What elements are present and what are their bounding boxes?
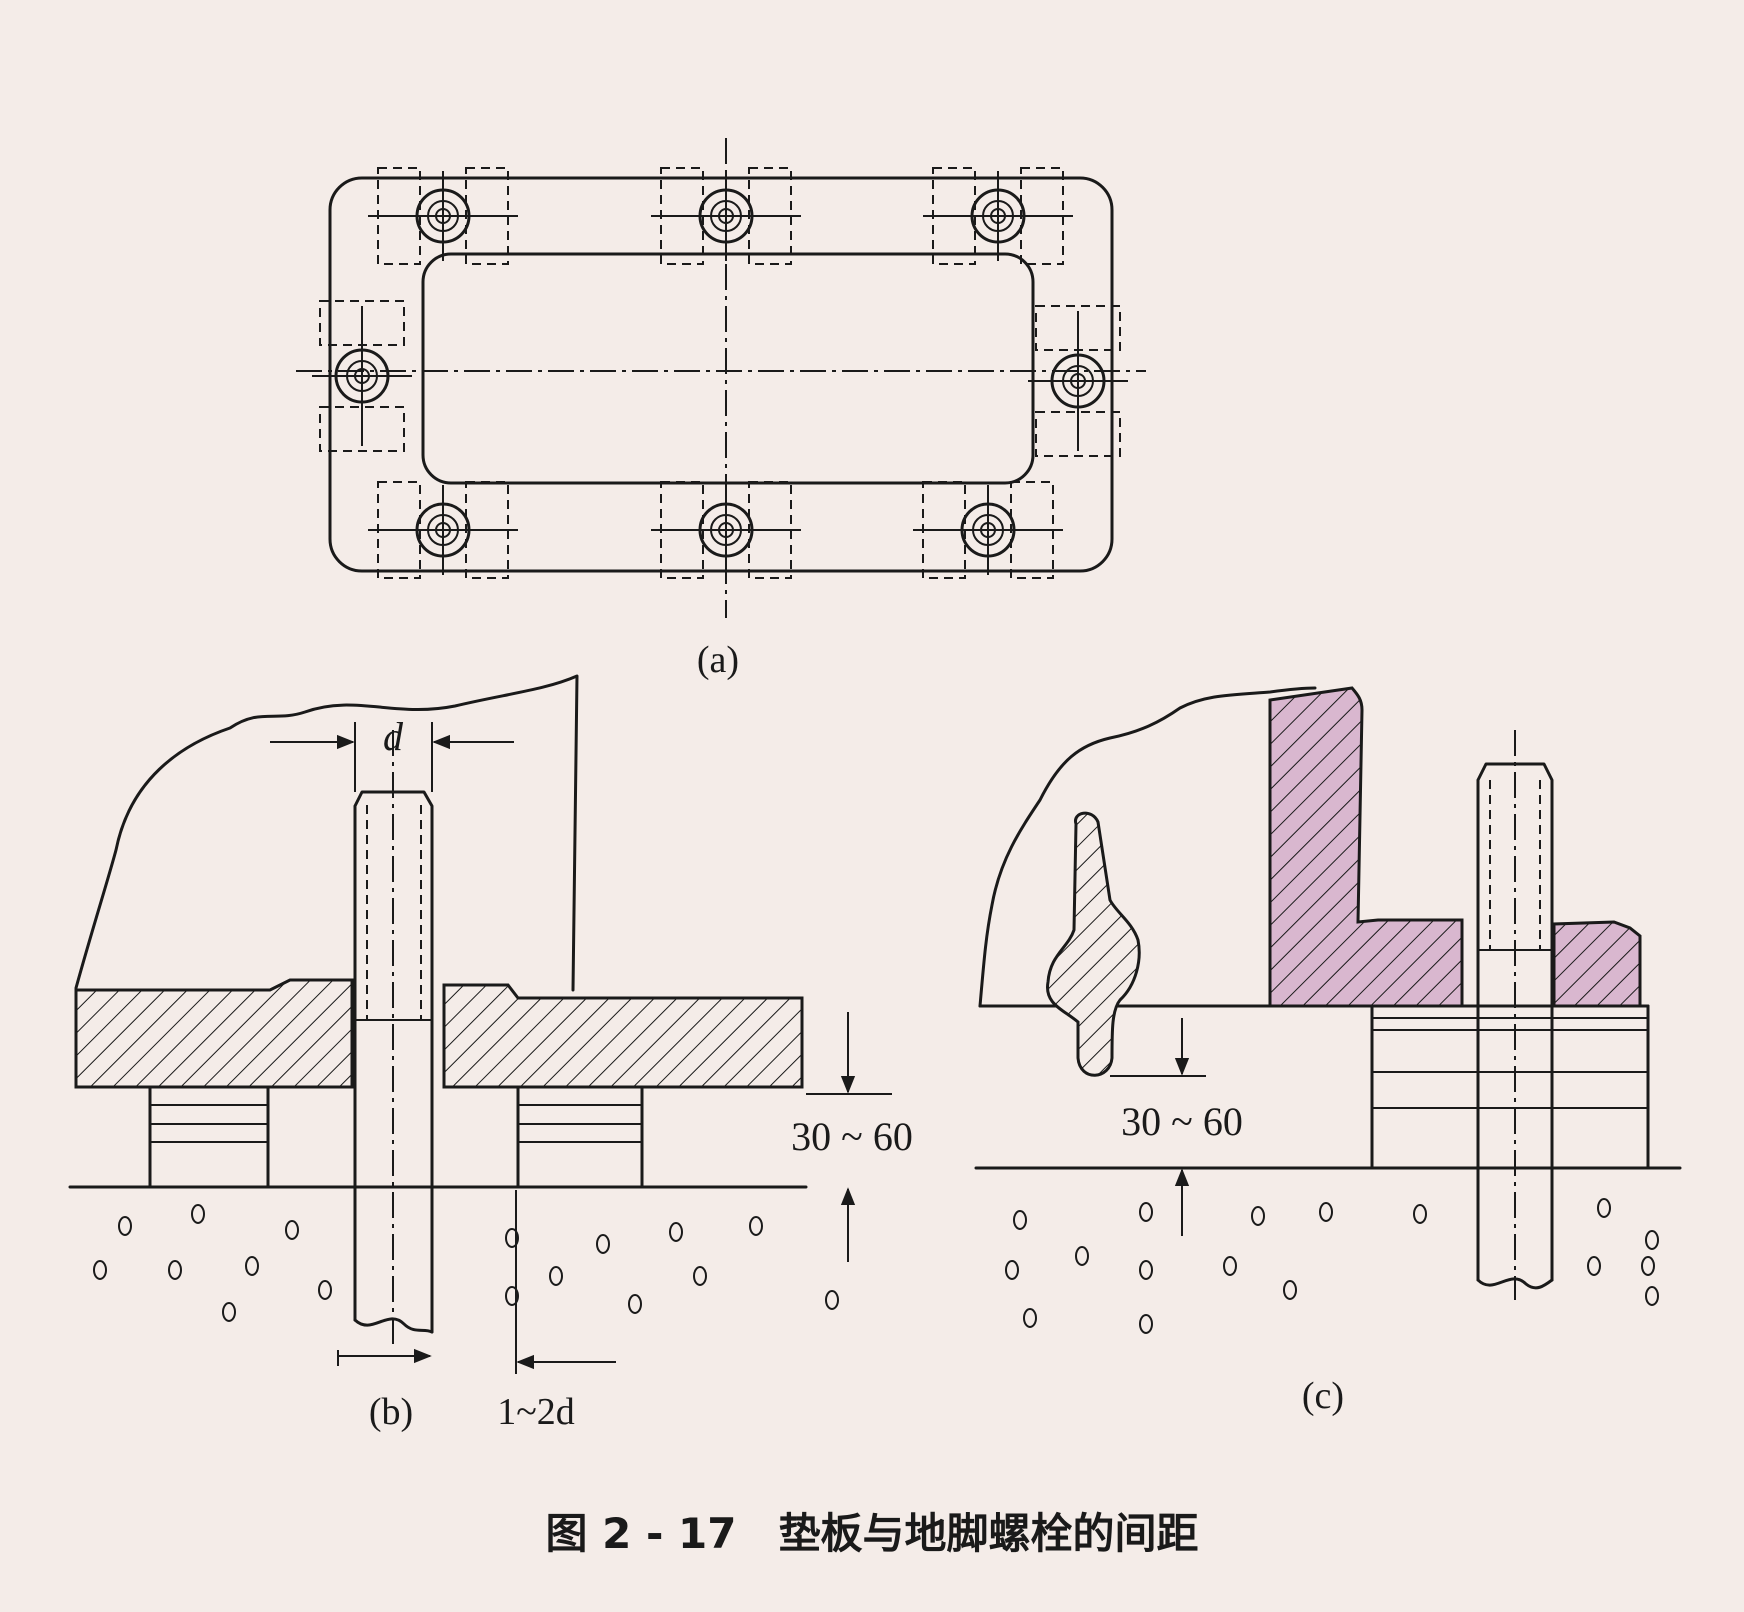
offset-label: 1~2d [497, 1391, 575, 1433]
aggregate-dot [285, 1220, 299, 1240]
aggregate-dot [118, 1216, 132, 1236]
base-plate-right [442, 983, 804, 1089]
shim-pack-left-b [148, 1085, 270, 1189]
bolt-diameter-label: d [383, 714, 404, 759]
rib-section-c [1046, 811, 1141, 1077]
aggregate-dot [1319, 1202, 1333, 1222]
bolt-break-b [353, 1317, 434, 1334]
aggregate-dot [505, 1228, 519, 1248]
aggregate-dot [1005, 1260, 1019, 1280]
aggregate-dot [1075, 1246, 1089, 1266]
aggregate-dot [1413, 1204, 1427, 1224]
frame-section-right-c [1552, 920, 1642, 1008]
frame-section-c [1268, 686, 1464, 1008]
bolt-hole [651, 167, 801, 265]
concrete-aggregate [93, 1198, 1659, 1334]
panel-b-label: (b) [369, 1391, 413, 1433]
bolt-hole [312, 300, 412, 452]
aggregate-dot [1013, 1210, 1027, 1230]
panel-b-section-view: d 30 ~ 60 1~2d (b) [68, 674, 913, 1433]
aggregate-dot [1223, 1256, 1237, 1276]
aggregate-dot [1139, 1202, 1153, 1222]
base-frame-opening [421, 252, 1035, 485]
aggregate-dot [1597, 1198, 1611, 1218]
anchor-bolt-b [353, 790, 434, 1334]
aggregate-dot [93, 1260, 107, 1280]
bolt-hole [913, 481, 1063, 579]
base-frame-outer [328, 176, 1114, 573]
aggregate-dot [1645, 1286, 1659, 1306]
shim-pack-c [1370, 1004, 1650, 1170]
machine-body-outline-b [74, 674, 579, 992]
aggregate-dot [1139, 1314, 1153, 1334]
aggregate-dot [596, 1234, 610, 1254]
aggregate-dot [669, 1222, 683, 1242]
aggregate-dot [1251, 1206, 1265, 1226]
bolt-hole [368, 481, 518, 579]
panel-a-label: (a) [697, 639, 739, 681]
aggregate-dot [505, 1286, 519, 1306]
aggregate-dot [1645, 1230, 1659, 1250]
aggregate-dot [825, 1290, 839, 1310]
bolt-hole [923, 167, 1073, 265]
bolt-hole [368, 167, 518, 265]
aggregate-dot [168, 1260, 182, 1280]
base-plate-left [74, 978, 354, 1089]
gap-label-b: 30 ~ 60 [791, 1114, 913, 1159]
aggregate-dot [222, 1302, 236, 1322]
bolt-hole [651, 481, 801, 579]
figure-caption: 图 2 - 17 垫板与地脚螺栓的间距 [546, 1509, 1199, 1558]
aggregate-dot [1023, 1308, 1037, 1328]
gap-label-c: 30 ~ 60 [1121, 1099, 1243, 1144]
aggregate-dot [1587, 1256, 1601, 1276]
anchor-bolt-c [1476, 762, 1554, 1282]
anchor-bolt-holes [312, 167, 1128, 579]
aggregate-dot [628, 1294, 642, 1314]
aggregate-dot [549, 1266, 563, 1286]
aggregate-dot [1283, 1280, 1297, 1300]
aggregate-dot [693, 1266, 707, 1286]
bolt-hole [1028, 305, 1128, 457]
aggregate-dot [191, 1204, 205, 1224]
bolt-break-c [1476, 1277, 1554, 1290]
machine-body-outline-c [978, 686, 1317, 1008]
aggregate-dot [1139, 1260, 1153, 1280]
aggregate-dot [1641, 1256, 1655, 1276]
panel-a-plan-view: (a) [296, 138, 1146, 681]
shim-pack-right-b [516, 1085, 644, 1189]
panel-c-label: (c) [1302, 1375, 1344, 1417]
aggregate-dot [245, 1256, 259, 1276]
aggregate-dot [318, 1280, 332, 1300]
aggregate-dot [749, 1216, 763, 1236]
panel-c-section-view: 30 ~ 60 (c) [974, 686, 1682, 1417]
